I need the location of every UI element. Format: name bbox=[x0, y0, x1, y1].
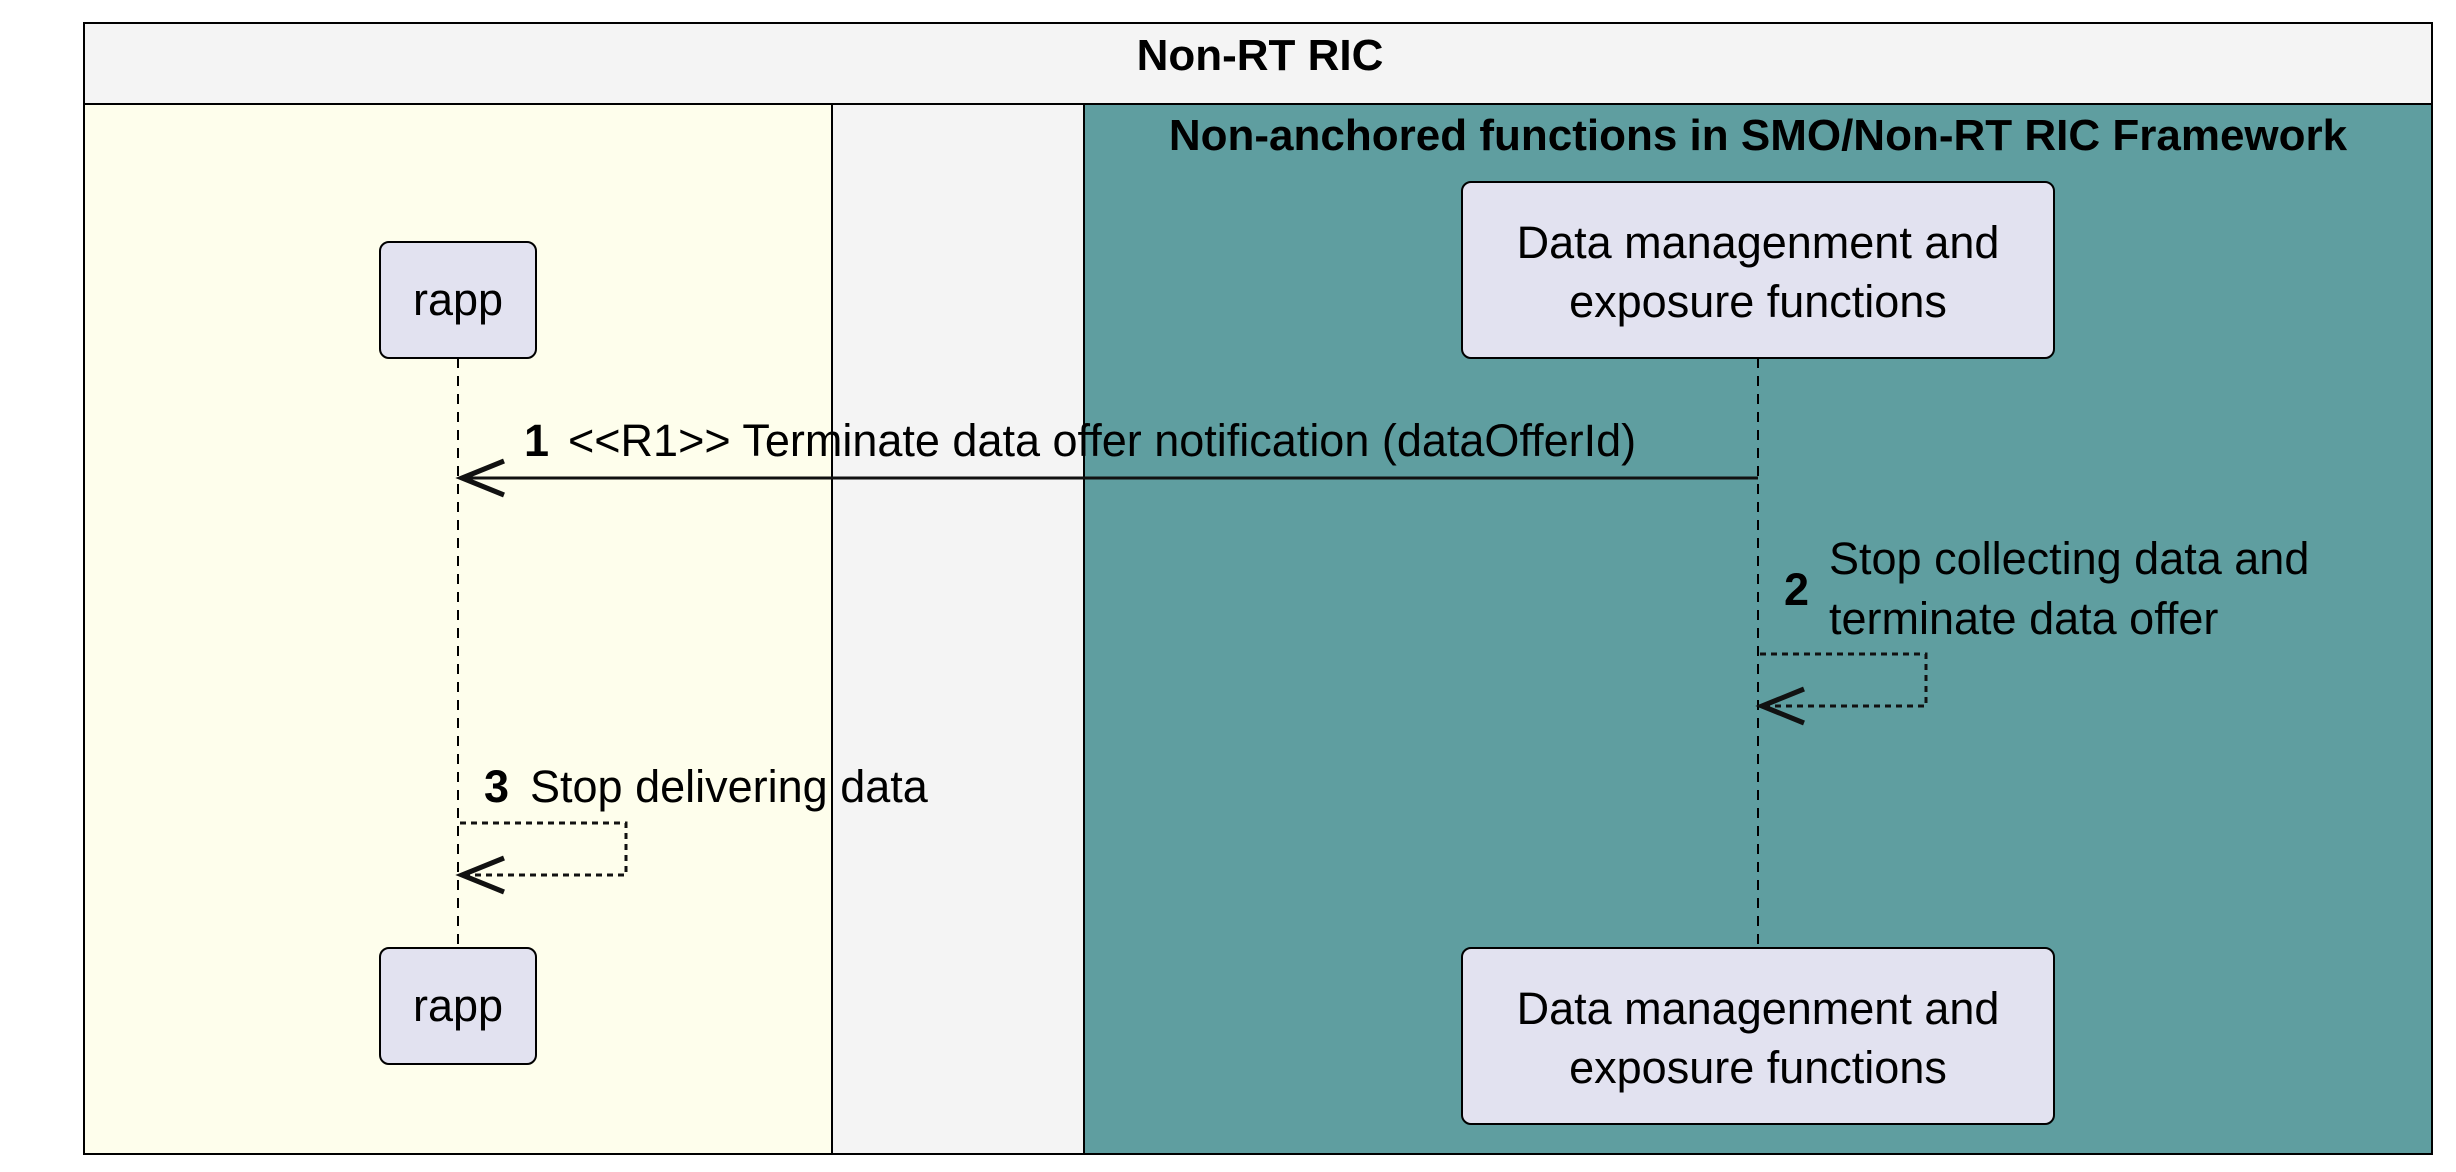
outer-box-title: Non-RT RIC bbox=[1137, 31, 1384, 80]
message-3-label: Stop delivering data bbox=[530, 761, 929, 812]
participant-rapp-top-label: rapp bbox=[413, 274, 503, 325]
participant-dme-bottom-line1: Data managenment and bbox=[1517, 983, 2000, 1034]
participant-dme-bottom[interactable]: Data managenment and exposure functions bbox=[1461, 947, 2055, 1125]
message-1-arrowhead bbox=[455, 458, 505, 498]
message-1: 1 <<R1>> Terminate data offer notificati… bbox=[455, 415, 1758, 498]
message-1-label: <<R1>> Terminate data offer notification… bbox=[568, 415, 1636, 466]
message-3-arrow-line bbox=[460, 821, 628, 877]
participant-rapp-top[interactable]: rapp bbox=[379, 241, 537, 359]
participant-dme-bottom-line2: exposure functions bbox=[1569, 1042, 1947, 1093]
message-2: 2 Stop collecting data and terminate dat… bbox=[1755, 533, 2309, 726]
message-2-label-line1: Stop collecting data and bbox=[1829, 533, 2309, 584]
message-2-label-line2: terminate data offer bbox=[1829, 593, 2218, 644]
message-3: 3 Stop delivering data bbox=[455, 761, 929, 895]
participant-dme-top-line1: Data managenment and bbox=[1517, 217, 2000, 268]
message-3-arrowhead bbox=[455, 855, 505, 895]
message-2-arrow-line bbox=[1760, 652, 1928, 708]
participant-rapp-bottom-label: rapp bbox=[413, 980, 503, 1031]
right-box-title: Non-anchored functions in SMO/Non-RT RIC… bbox=[1169, 111, 2348, 160]
participant-rapp-bottom[interactable]: rapp bbox=[379, 947, 537, 1065]
message-2-number: 2 bbox=[1784, 564, 1809, 615]
participant-dme-top[interactable]: Data managenment and exposure functions bbox=[1461, 181, 2055, 359]
message-2-arrowhead bbox=[1755, 686, 1805, 726]
participant-dme-top-line2: exposure functions bbox=[1569, 276, 1947, 327]
message-3-number: 3 bbox=[484, 761, 509, 812]
message-1-number: 1 bbox=[524, 415, 549, 466]
